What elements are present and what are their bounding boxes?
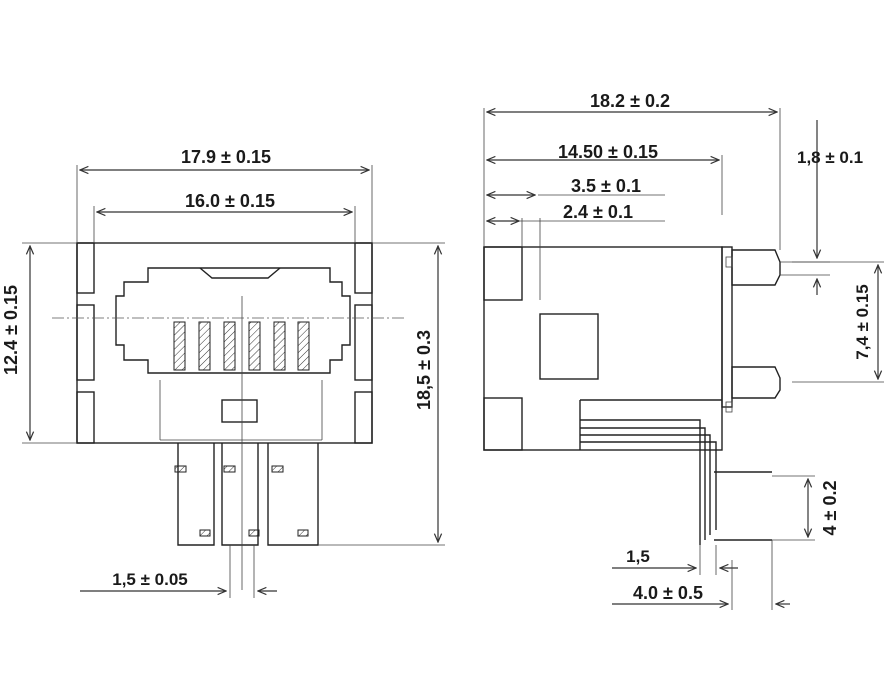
- lower-housing: [159, 380, 323, 441]
- center-window: [221, 399, 258, 423]
- dim-height-body: 12.4 ± 0.15: [1, 242, 77, 444]
- dim-pin-spacing: 4 ± 0.2: [772, 475, 840, 541]
- contact-pins-hatched: [173, 321, 310, 371]
- dim-pin-offset-label: 1,5: [626, 547, 650, 566]
- rear-block: [721, 246, 733, 408]
- latch-notch: [199, 267, 281, 279]
- dim-peg-dia-label: 1,8 ± 0.1: [797, 148, 863, 167]
- dim-pin-spacing-label: 4 ± 0.2: [820, 481, 840, 536]
- dim-length-body: 14.50 ± 0.15: [487, 142, 723, 215]
- dim-peg-spacing-label: 7,4 ± 0.15: [853, 284, 872, 360]
- dim-height-body-label: 12.4 ± 0.15: [1, 285, 21, 375]
- dim-offset-a-label: 3.5 ± 0.1: [571, 176, 641, 196]
- side-window: [539, 313, 599, 380]
- dim-peg-dia: 1,8 ± 0.1: [780, 120, 863, 295]
- upper-peg: [731, 249, 781, 286]
- lower-peg: [731, 366, 781, 399]
- front-view: 17.9 ± 0.15 16.0 ± 0.15 12.4 ± 0.15 18,5…: [1, 147, 445, 598]
- dim-pin-pitch-label: 1,5 ± 0.05: [112, 570, 188, 589]
- jack-opening: [115, 267, 351, 374]
- dim-pin-pitch: 1,5 ± 0.05: [80, 545, 277, 598]
- dim-height-total: 18,5 ± 0.3: [318, 242, 445, 546]
- dim-width-outer: 17.9 ± 0.15: [76, 147, 373, 243]
- dim-width-inner-label: 16.0 ± 0.15: [185, 191, 275, 211]
- dim-length-total: 18.2 ± 0.2: [483, 91, 781, 250]
- dim-width-outer-label: 17.9 ± 0.15: [181, 147, 271, 167]
- dim-height-total-label: 18,5 ± 0.3: [414, 330, 434, 410]
- dim-width-inner: 16.0 ± 0.15: [93, 191, 356, 243]
- side-front-lip-top: [483, 246, 523, 301]
- front-leads: [174, 443, 319, 546]
- dim-length-body-label: 14.50 ± 0.15: [558, 142, 658, 162]
- dim-offset-a: 3.5 ± 0.1: [487, 176, 665, 196]
- dim-peg-spacing: 7,4 ± 0.15: [792, 261, 884, 383]
- front-side-tabs: [76, 242, 373, 444]
- side-bent-leads: [579, 399, 772, 545]
- dim-pin-length-label: 4.0 ± 0.5: [633, 583, 703, 603]
- dim-pin-offset: 1,5: [612, 545, 738, 575]
- dim-length-total-label: 18.2 ± 0.2: [590, 91, 670, 111]
- dim-offset-b: 2.4 ± 0.1: [487, 202, 665, 247]
- side-front-lip-bottom: [483, 397, 523, 451]
- dim-pin-length: 4.0 ± 0.5: [612, 540, 790, 610]
- side-view: 18.2 ± 0.2 14.50 ± 0.15 3.5 ± 0.1 2.4 ± …: [483, 91, 884, 610]
- dim-offset-b-label: 2.4 ± 0.1: [563, 202, 633, 222]
